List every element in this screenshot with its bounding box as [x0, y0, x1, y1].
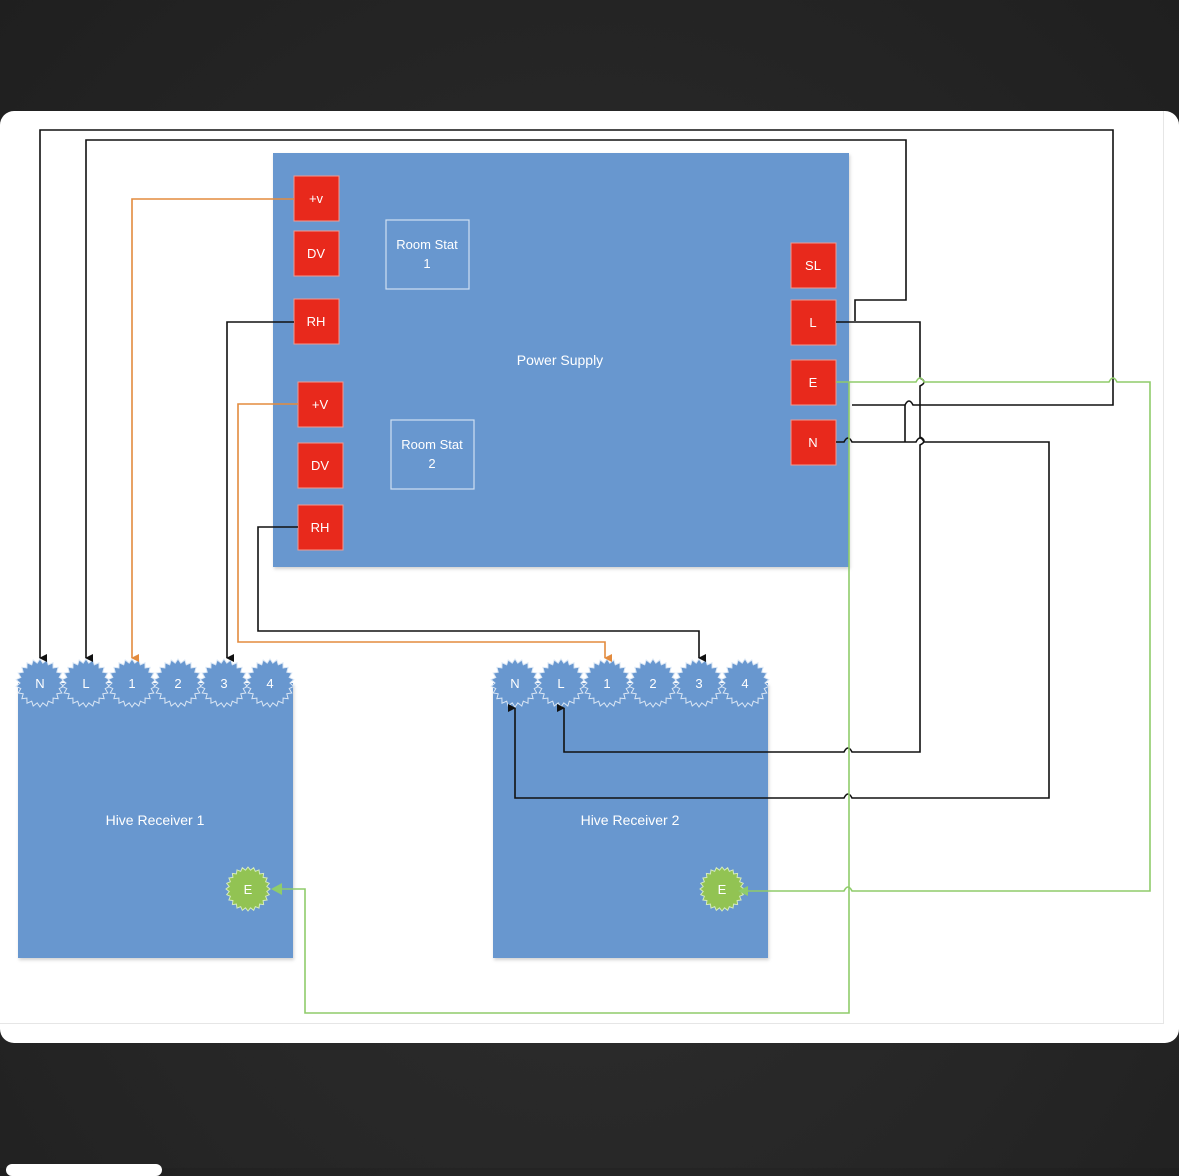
wire-e-receiver-1 — [280, 382, 850, 1014]
receiver-1-terminal-4 — [245, 658, 295, 708]
terminal-plus-v-2-label: +V — [312, 397, 329, 412]
receiver-2-terminal-label: L — [557, 676, 564, 691]
terminal-rh-2 — [297, 504, 344, 551]
room-stat-2-number: 2 — [428, 456, 435, 471]
receiver-1-terminal-l — [61, 658, 111, 708]
receiver-2-terminal-label: 2 — [649, 676, 656, 691]
power-supply-label: Power Supply — [517, 352, 603, 368]
terminal-dv-2 — [297, 442, 344, 489]
hive-receiver-1-terminals: N L 1 2 3 4 — [15, 658, 295, 708]
wire-e-receiver-2 — [744, 377, 1151, 892]
receiver-1-terminal-label: 4 — [266, 676, 273, 691]
hive-receiver-1-label: Hive Receiver 1 — [106, 812, 205, 828]
receiver-2-terminal-4 — [720, 658, 770, 708]
hive-receiver-1-earth: E — [225, 866, 271, 912]
hive-receiver-2-box — [493, 683, 768, 958]
receiver-1-terminal-3 — [199, 658, 249, 708]
room-stat-1-box — [385, 219, 470, 290]
room-stat-1: Room Stat 1 — [385, 219, 470, 290]
terminal-plus-v-1-label: +v — [309, 191, 324, 206]
hive-receiver-2-earth: E — [699, 866, 745, 912]
terminal-group-2: +V DV RH — [297, 381, 344, 551]
terminal-dv-1-label: DV — [307, 246, 325, 261]
receiver-2-terminal-label: 1 — [603, 676, 610, 691]
receiver-1-terminal-2 — [153, 658, 203, 708]
wire-plus-v-receiver-1 — [131, 198, 294, 662]
terminal-sl-label: SL — [805, 258, 821, 273]
wire-rh-receiver-2 — [257, 526, 706, 662]
receiver-2-terminal-3 — [674, 658, 724, 708]
room-stat-2-label: Room Stat — [401, 437, 463, 452]
terminal-e-label: E — [809, 375, 818, 390]
terminal-dv-2-label: DV — [311, 458, 329, 473]
receiver-1-earth-terminal — [225, 866, 271, 912]
receiver-1-terminal-label: 3 — [220, 676, 227, 691]
receiver-2-terminal-2 — [628, 658, 678, 708]
terminal-plus-v-2 — [297, 381, 344, 428]
terminal-n — [790, 419, 837, 466]
terminal-sl — [790, 242, 837, 289]
room-stat-2: Room Stat 2 — [390, 419, 475, 490]
power-supply: Power Supply Room Stat 1 Room Stat 2 +v … — [273, 153, 849, 567]
wire-rh-receiver-1 — [226, 321, 294, 662]
receiver-1-terminal-n — [15, 658, 65, 708]
terminal-n-label: N — [808, 435, 817, 450]
earth-arrow-receiver-1 — [271, 883, 282, 895]
terminal-rh-1 — [293, 298, 340, 345]
receiver-1-earth-label: E — [244, 882, 253, 897]
terminal-group-1: +v DV RH — [293, 175, 340, 345]
room-stat-1-label: Room Stat — [396, 237, 458, 252]
wire-l-receiver-1 — [85, 139, 907, 662]
terminal-e — [790, 359, 837, 406]
hive-receiver-1-box — [18, 683, 293, 958]
receiver-1-terminal-label: 2 — [174, 676, 181, 691]
hive-receiver-2-label: Hive Receiver 2 — [581, 812, 680, 828]
wire-n-receiver-1 — [39, 129, 1114, 662]
receiver-1-terminal-1 — [107, 658, 157, 708]
receiver-2-terminal-label: N — [510, 676, 519, 691]
room-stat-2-box — [390, 419, 475, 490]
hive-receiver-2-terminals: N L 1 2 3 4 — [490, 658, 770, 708]
terminal-dv-1 — [293, 230, 340, 277]
receiver-2-terminal-1 — [582, 658, 632, 708]
receiver-2-earth-label: E — [718, 882, 727, 897]
wire-plus-v-receiver-2 — [237, 403, 612, 662]
receiver-1-terminal-label: N — [35, 676, 44, 691]
terminal-l-label: L — [809, 315, 816, 330]
receiver-2-terminal-label: 4 — [741, 676, 748, 691]
room-stat-1-number: 1 — [423, 256, 430, 271]
earth-arrow-receiver-2 — [738, 886, 748, 896]
terminal-rh-1-label: RH — [307, 314, 326, 329]
hive-receiver-2: Hive Receiver 2 N L 1 2 3 4 E — [490, 658, 770, 958]
terminal-group-mains: SL L E N — [790, 242, 837, 466]
power-supply-box — [273, 153, 849, 567]
terminal-rh-2-label: RH — [311, 520, 330, 535]
receiver-1-terminal-label: L — [82, 676, 89, 691]
receiver-2-earth-terminal — [699, 866, 745, 912]
hive-receiver-1: Hive Receiver 1 N L 1 2 3 4 E — [15, 658, 295, 958]
receiver-2-terminal-label: 3 — [695, 676, 702, 691]
receiver-1-terminal-label: 1 — [128, 676, 135, 691]
